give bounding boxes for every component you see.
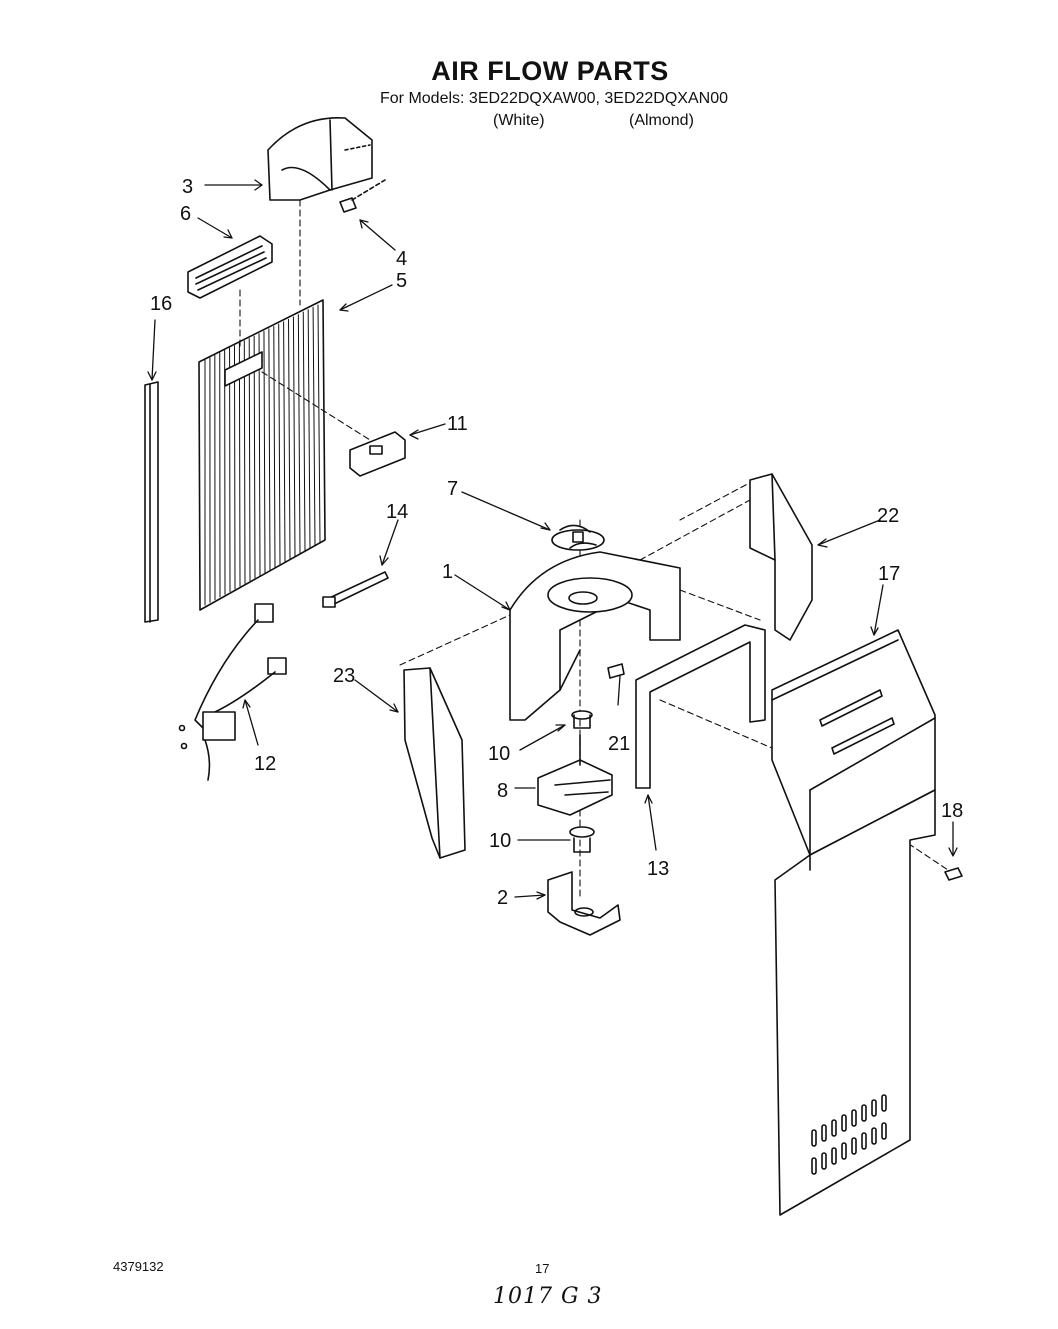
callout-13: 13 xyxy=(647,858,669,880)
callout-14: 14 xyxy=(386,501,408,523)
callout-5: 5 xyxy=(396,270,407,292)
callout-16: 16 xyxy=(150,293,172,315)
rib-line xyxy=(263,330,266,574)
rib-line xyxy=(278,323,281,566)
callout-21: 21 xyxy=(608,733,630,755)
rib-line xyxy=(283,321,286,563)
louver-slot xyxy=(831,1119,837,1137)
callout-17: 17 xyxy=(878,563,900,585)
part-1-fan-housing xyxy=(509,551,681,721)
louver-slot xyxy=(851,1137,857,1155)
rib-line xyxy=(238,342,241,587)
callout-18: 18 xyxy=(941,800,963,822)
part-23-air-guide xyxy=(403,667,466,859)
callout-4: 4 xyxy=(396,248,407,270)
rib-line xyxy=(312,306,316,547)
variant-almond: (Almond) xyxy=(629,112,694,129)
louver-slot xyxy=(821,1124,827,1142)
models-line: For Models: 3ED22DQXAW00, 3ED22DQXAN00 xyxy=(380,90,728,107)
callout-7: 8 xyxy=(497,780,508,802)
part-5-evaporator-cover xyxy=(198,299,326,611)
callout-2: 2 xyxy=(497,887,508,909)
rib-line xyxy=(317,304,321,544)
part-13-gasket xyxy=(635,624,766,789)
louver-slot xyxy=(811,1157,817,1175)
part-12-wire-harness xyxy=(178,603,287,781)
louver-slot xyxy=(841,1142,847,1160)
part-18-screw xyxy=(944,867,963,881)
callout-23: 23 xyxy=(333,665,355,687)
rib-line xyxy=(253,335,256,579)
rib-line xyxy=(307,309,311,549)
part-4-screw xyxy=(339,179,386,213)
callout-8: 7 xyxy=(447,478,458,500)
rib-line xyxy=(248,337,251,582)
part-21-screw xyxy=(607,663,625,679)
part-22-air-guide xyxy=(749,473,813,641)
rib-line xyxy=(288,318,291,560)
louver-slot xyxy=(881,1094,887,1112)
callout-12: 12 xyxy=(254,753,276,775)
part-14-heater xyxy=(322,571,389,608)
part-11-bracket xyxy=(349,431,406,477)
louver-slot xyxy=(851,1109,857,1127)
callout-labels: 3 6 4 5 16 11 14 7 1 22 17 23 12 10 21 8… xyxy=(150,176,963,909)
rib-line xyxy=(243,340,246,584)
louver-slot xyxy=(811,1129,817,1147)
louver-slot xyxy=(861,1132,867,1150)
louver-slot xyxy=(841,1114,847,1132)
rear-duct-panel xyxy=(774,789,936,1216)
part-10-grommet-lower xyxy=(569,826,595,853)
louver-slot xyxy=(871,1099,877,1117)
document-code: 4379132 xyxy=(113,1259,164,1274)
louver-slot xyxy=(821,1152,827,1170)
part-16-seal-strip xyxy=(144,381,159,623)
louver-slot xyxy=(881,1122,887,1140)
page-number: 17 xyxy=(535,1261,550,1276)
callout-10-upper: 10 xyxy=(488,743,510,765)
callout-6: 6 xyxy=(180,203,191,225)
part-10-grommet-upper xyxy=(571,710,593,729)
rib-line xyxy=(302,311,306,552)
rib-line xyxy=(258,333,261,576)
part-3-duct-cover xyxy=(267,116,373,201)
rib-line xyxy=(297,314,301,555)
part-7-fan-motor xyxy=(537,734,613,816)
part-17-upper-duct xyxy=(771,629,936,856)
part-2-motor-bracket xyxy=(547,871,621,936)
rib-line xyxy=(268,328,271,571)
callout-1: 1 xyxy=(442,561,453,583)
rib-line xyxy=(273,326,276,568)
rib-line xyxy=(292,316,296,557)
handwritten-note: 1017 G 3 xyxy=(493,1284,603,1309)
callout-22: 22 xyxy=(877,505,899,527)
louver-slot xyxy=(831,1147,837,1165)
rib-line xyxy=(233,345,236,590)
louver-slot xyxy=(871,1127,877,1145)
part-6-grille xyxy=(187,235,273,299)
callout-11: 11 xyxy=(447,413,468,435)
variant-white: (White) xyxy=(493,112,545,129)
part-8-fan-blade xyxy=(551,524,605,551)
callout-10-lower: 10 xyxy=(489,830,511,852)
callout-3: 3 xyxy=(182,176,193,198)
leader-lines xyxy=(147,179,958,900)
page-title: AIR FLOW PARTS xyxy=(431,56,669,86)
louver-slot xyxy=(861,1104,867,1122)
